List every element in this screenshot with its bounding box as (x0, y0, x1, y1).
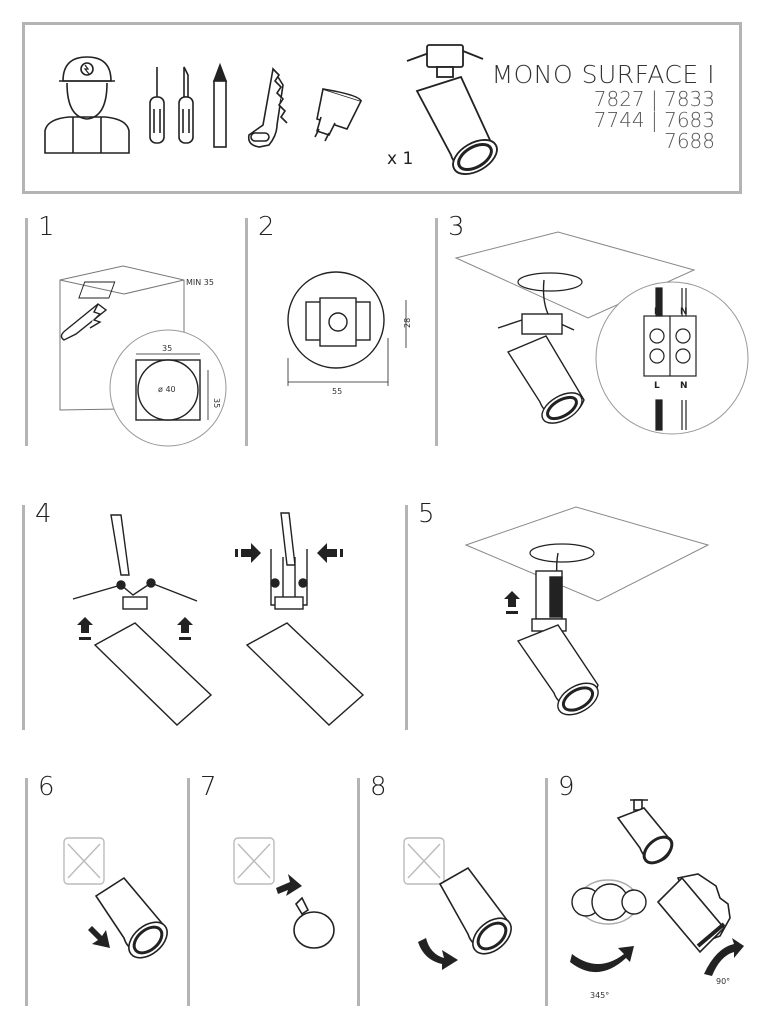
step-number: 4 (35, 499, 52, 529)
step-6: 6 (25, 772, 188, 1006)
hole-diameter-label: ø 40 (158, 385, 176, 394)
angle-vertical-label: 90° (716, 977, 730, 986)
tools-illustration (44, 44, 498, 175)
terminal-bottom-n-label: N (680, 381, 688, 391)
terminal-block (643, 287, 697, 431)
step-number: 7 (200, 772, 217, 802)
step-7: 7 (187, 772, 358, 1006)
product-title-block: MONO SURFACE I 7827 | 7833 7744 | 7683 7… (492, 61, 715, 152)
step-number: 9 (558, 772, 575, 802)
arrow-up-icon (177, 617, 193, 640)
dim-height-label: 35 (212, 398, 221, 408)
step-number: 2 (258, 212, 275, 242)
gu10-bulb-icon (314, 87, 363, 142)
arrow-left-icon (317, 543, 343, 563)
step-2-illustration: 55 28 (287, 271, 412, 396)
step-2: 2 55 28 (245, 212, 434, 446)
mono-surface-fixture-icon (406, 44, 498, 175)
terminal-top-l-label: L (654, 307, 660, 317)
arrow-up-icon (504, 591, 520, 614)
model-numbers-line-3: 7688 (664, 129, 715, 153)
step-3-illustration: L N L N (454, 231, 749, 435)
dim-width-label: 35 (162, 344, 172, 353)
angle-horizontal-label: 345° (590, 991, 609, 1000)
bulb-quantity: x 1 (387, 149, 414, 169)
model-numbers-line-2: 7744 | 7683 (593, 108, 715, 132)
step-5: 5 (405, 499, 748, 730)
screwdriver-flat-icon (149, 67, 165, 144)
dim-height-label: 28 (403, 318, 412, 328)
rotate-arrow-icon (418, 938, 458, 970)
arrow-right-icon (235, 543, 261, 563)
step-number: 8 (370, 772, 387, 802)
rotate-arrow-icon (276, 874, 302, 896)
step-3: 3 L N L N (435, 212, 749, 446)
step-1: 1 MIN 35 35 35 ø 40 (25, 212, 246, 447)
terminal-top-n-label: N (680, 307, 688, 317)
step-6-illustration (63, 837, 168, 959)
step-4-illustration (72, 512, 365, 726)
step-4: 4 (22, 499, 405, 730)
min-depth-label: MIN 35 (186, 278, 214, 287)
model-numbers-line-1: 7827 | 7833 (593, 87, 715, 111)
step-number: 3 (448, 212, 465, 242)
step-number: 6 (38, 772, 55, 802)
dim-width-label: 55 (332, 387, 342, 396)
step-9-illustration: 345° 90° (570, 799, 744, 1000)
header-panel: x 1 MONO SURFACE I 7827 | 7833 7744 | 76… (22, 22, 742, 194)
arrow-down-right-icon (88, 926, 110, 948)
terminal-bottom-l-label: L (654, 381, 660, 391)
pencil-icon (212, 62, 228, 148)
arrow-up-icon (77, 617, 93, 640)
step-8-illustration (403, 837, 512, 970)
step-number: 5 (418, 499, 435, 529)
product-name: MONO SURFACE I (491, 60, 715, 89)
gu10-bulb-icon (293, 896, 335, 949)
step-8: 8 (357, 772, 546, 1006)
saw-icon (247, 66, 288, 148)
step-9: 9 345° 90° (545, 772, 748, 1006)
electrician-icon (44, 56, 130, 154)
rotate-vertical-arrow-icon (704, 938, 744, 976)
step-1-illustration: MIN 35 35 35 ø 40 (59, 265, 227, 447)
step-number: 1 (38, 212, 55, 242)
saw-icon (60, 303, 108, 341)
step-5-illustration (464, 506, 710, 716)
screwdriver-phillips-icon (178, 66, 194, 144)
rotate-horizontal-arrow-icon (570, 946, 634, 973)
step-7-illustration (233, 837, 335, 949)
